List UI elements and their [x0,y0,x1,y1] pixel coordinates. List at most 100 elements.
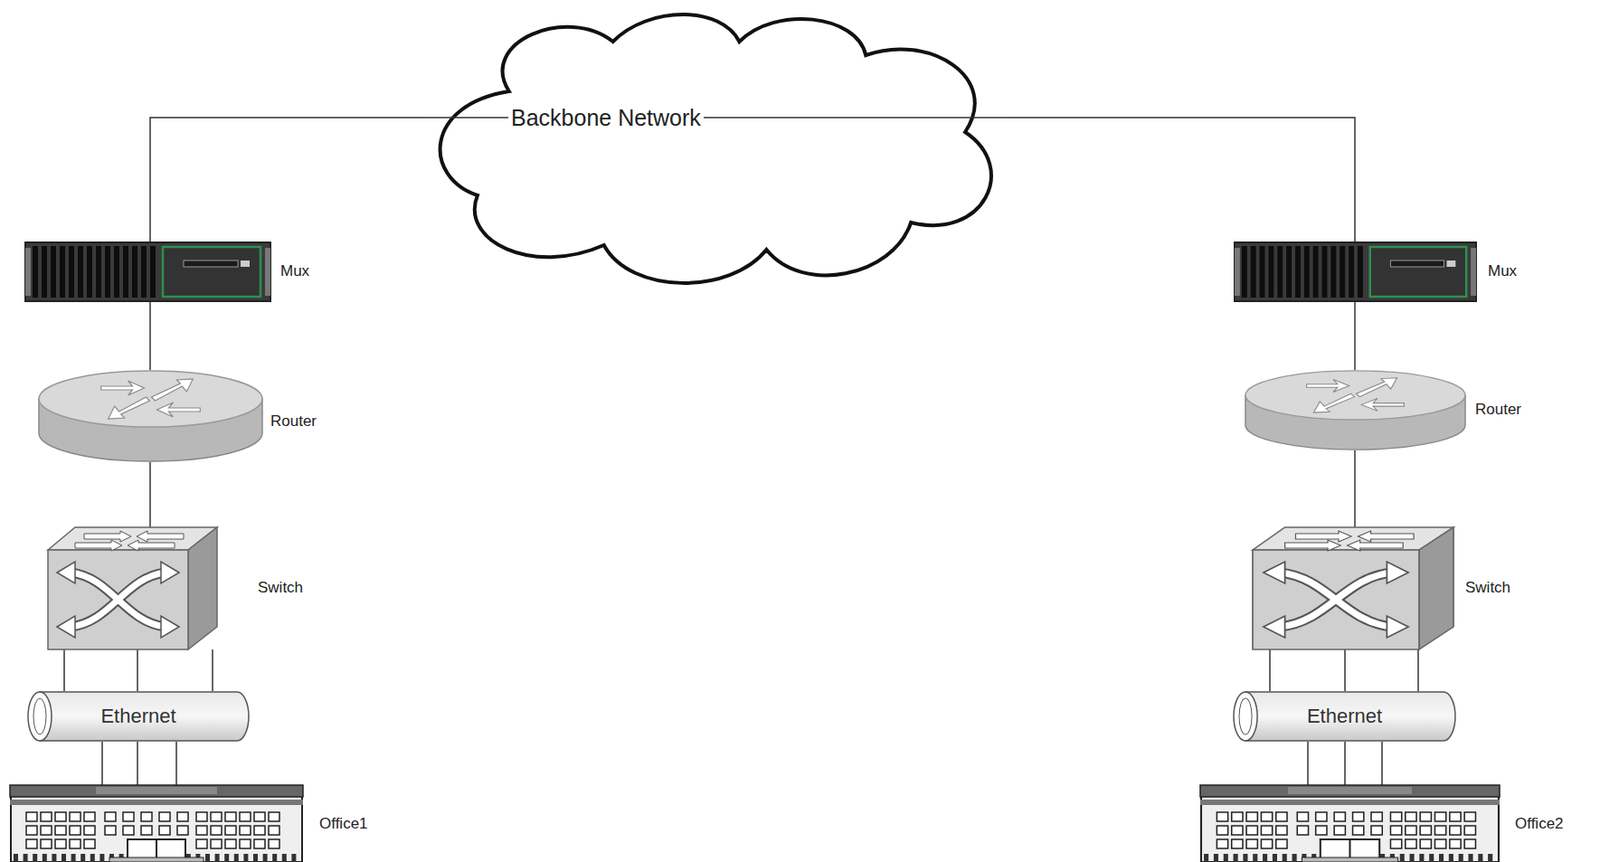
window [177,812,189,822]
ethernet-segment: Ethernet [1232,691,1457,742]
window [1390,839,1402,849]
router-arrow [101,380,145,396]
window [1420,839,1431,849]
switch-cross-outline [1279,572,1393,627]
window [159,812,171,822]
window [1260,825,1272,835]
router-arrow [156,402,200,417]
building-cornice [1200,799,1500,805]
device-label: Mux [1487,262,1517,281]
base-block [1262,853,1268,862]
window [1464,839,1476,849]
rack-slot [1339,246,1345,298]
rack-slot [95,246,102,298]
base-block [234,853,239,862]
window [55,839,67,849]
building-sign [95,786,218,795]
window [1216,825,1228,835]
network-link [1353,450,1356,528]
window [239,812,251,822]
window [1405,825,1417,835]
switch-arrow [127,539,175,551]
pipe-opening [33,698,47,735]
segment-label: Ethernet [27,704,250,729]
rack-slot [1259,246,1266,298]
building-roof [1200,785,1500,797]
window [239,839,251,849]
rack-slot [1304,246,1310,298]
rack-slot [123,246,129,298]
rack-slot [1330,246,1336,298]
rack-slot [1313,246,1319,298]
window [123,825,134,835]
base-block [1272,853,1278,862]
base-block [1400,853,1405,862]
base-block [1203,853,1209,862]
network-link [211,649,214,692]
window [84,812,95,822]
window [1405,812,1417,822]
rack-slot [41,246,48,298]
window [69,825,81,835]
switch-arrow [84,530,132,542]
router-arrow [108,397,151,419]
window [1434,812,1446,822]
window [210,812,222,822]
base-block [1242,853,1248,862]
building-sign [1287,786,1412,795]
rack-slot [68,246,75,298]
building-roof [9,785,303,797]
rack-slot [1268,246,1274,298]
window [268,839,280,849]
base-block [1292,853,1298,862]
window [104,825,116,835]
window [1260,812,1272,822]
office-building [9,785,303,862]
device-label: Switch [1465,578,1511,597]
ethernet-segment: Ethernet [27,691,250,742]
window [104,812,116,822]
rack-ear [265,247,271,296]
base-block [291,853,296,862]
network-link [101,741,104,786]
mux-panel [162,246,261,297]
base-block [1213,853,1219,862]
window [1464,825,1476,835]
rack-ear [1470,247,1477,296]
switch-arrow [1357,530,1414,542]
window [1449,825,1461,835]
network-link [1353,301,1356,370]
office-node: Office1 [9,785,303,862]
base-block [282,853,287,862]
base-block [1409,853,1414,862]
window [1315,812,1327,822]
window [1231,839,1243,849]
switch-cross [56,561,180,638]
base-block [1467,853,1473,862]
window [254,825,266,835]
window [1260,839,1272,849]
router-node: Router [37,369,264,463]
window [1371,812,1383,822]
window [141,825,152,835]
pipe-end [28,691,52,741]
router-arrow [1313,393,1354,413]
base-block [1223,853,1229,862]
window [26,825,38,835]
base-block [1487,853,1493,862]
device-label: Router [270,412,317,431]
rack-slot [141,246,147,298]
rack-body [1234,242,1477,302]
router-arrow [1306,378,1350,392]
window [1449,812,1461,822]
window [84,839,95,849]
window [1276,825,1288,835]
network-link [1010,117,1355,243]
building-door [1320,839,1380,860]
rack-slot [1277,246,1283,298]
base-block [243,853,248,862]
switch-arrowhead [56,561,76,584]
window [123,812,134,822]
base-block [1419,853,1424,862]
base-block [90,853,95,862]
